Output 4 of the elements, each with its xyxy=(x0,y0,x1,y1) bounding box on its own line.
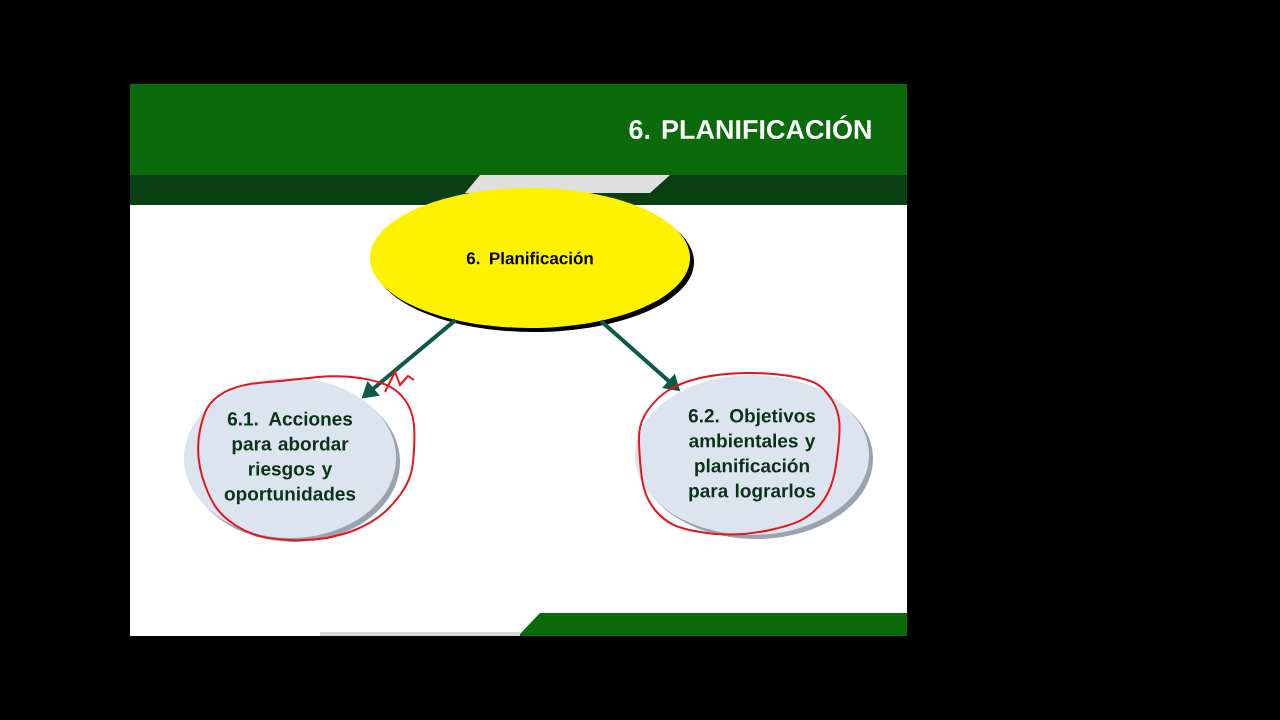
ellipse-node: 6.1. Acciones para abordar riesgos y oportunidades xyxy=(183,378,400,542)
slide-title: 6. PLANIFICACIÓN xyxy=(629,114,871,140)
ellipse-node: 6.2. Objetivos ambientales y planificación para lograrlos xyxy=(635,375,873,539)
ellipse-node: 6. Planificación xyxy=(370,188,694,332)
